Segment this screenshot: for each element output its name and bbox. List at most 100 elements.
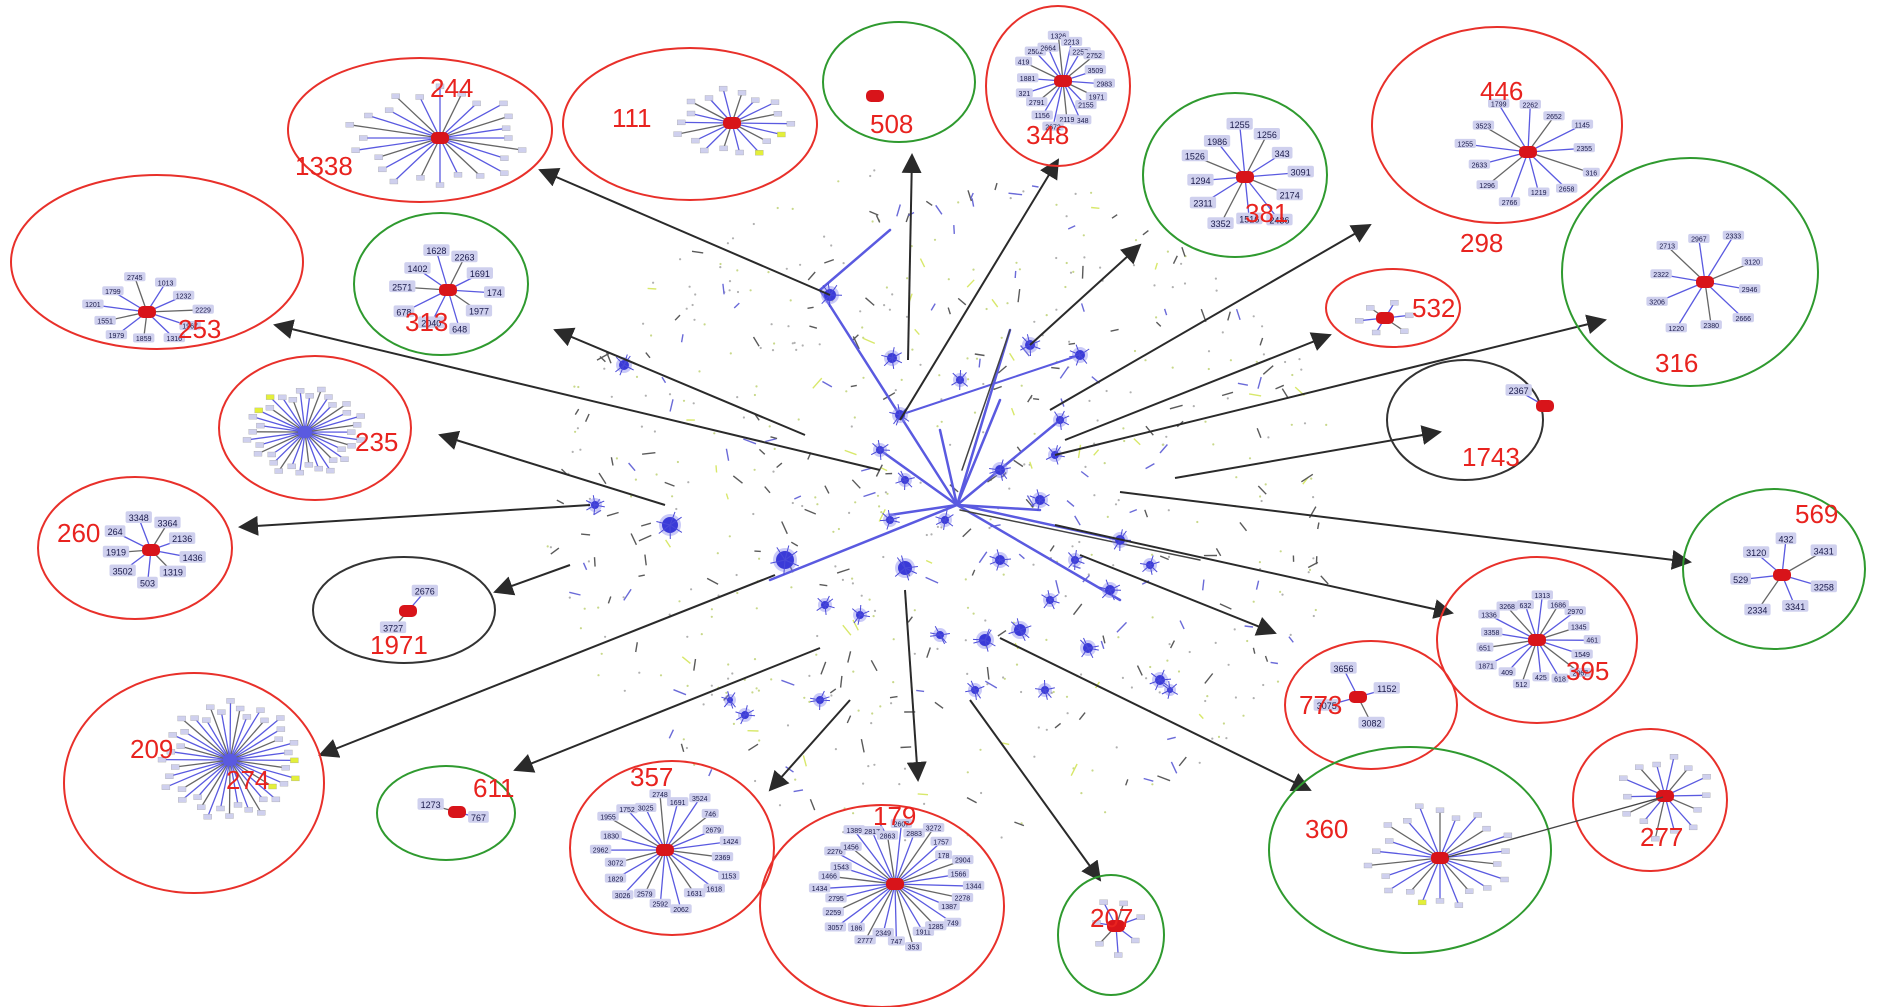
node-label: 3502 (113, 566, 133, 576)
node-label: 1345 (1571, 624, 1587, 631)
node-label: 186 (851, 925, 863, 932)
node-label: 321 (1019, 91, 1031, 98)
cluster-508: 508 (822, 21, 976, 143)
cluster-edges (246, 389, 361, 473)
node-label: 1799 (105, 289, 121, 296)
node-label: 1336 (1481, 612, 1497, 619)
node-label: 2863 (880, 833, 896, 840)
node-label: 3091 (1291, 168, 1311, 178)
node-label: 2652 (1546, 114, 1562, 121)
cluster-ring (63, 672, 325, 894)
node-label: 2367 (1509, 386, 1529, 396)
hub-node (1519, 146, 1537, 158)
arrow-348 (899, 158, 1060, 421)
node-label: 1424 (723, 839, 739, 846)
node-label: 1232 (176, 293, 192, 300)
cluster-nodes: 2970134546115492067618425512409187165133… (1475, 590, 1601, 689)
cluster-ring (37, 476, 233, 620)
node-label: 3656 (1333, 664, 1353, 674)
cluster-nodes (866, 90, 884, 102)
node-label: 1830 (603, 833, 619, 840)
node-label: 1516 (1239, 215, 1259, 225)
node-label: 2713 (1659, 244, 1675, 251)
node-label: 461 (1586, 638, 1598, 645)
node-label: 1152 (1377, 684, 1396, 694)
cluster-nodes (157, 698, 300, 820)
cluster-label: 357 (630, 762, 673, 792)
cluster-nodes: 1516335223111294152619861255125634330912… (1181, 117, 1314, 229)
cluster-label: 446 (1480, 76, 1523, 106)
node-label: 2062 (673, 907, 689, 914)
cluster-label: 1971 (370, 630, 428, 660)
cluster-nodes: 1979155112011799274510131232222919671316… (82, 272, 214, 343)
node-label: 1156 (1035, 113, 1050, 120)
node-label: 529 (1733, 575, 1748, 585)
cluster-111: 111 (562, 47, 818, 201)
cluster-label-secondary: 1338 (295, 151, 353, 181)
node-label: 3352 (1211, 219, 1231, 229)
cluster-label: 244 (430, 73, 473, 103)
cluster-ring (1268, 746, 1552, 954)
node-label: 1686 (1550, 603, 1566, 610)
hub-node (298, 426, 312, 438)
cluster-ring (312, 556, 496, 664)
node-label: 1859 (136, 336, 152, 343)
node-label: 632 (1520, 603, 1532, 610)
node-label: 1628 (426, 246, 446, 256)
node-label: 2067 (1573, 671, 1589, 678)
cluster-label: 179 (873, 801, 916, 831)
node-label: 2962 (593, 848, 609, 855)
node-label: 1456 (843, 845, 859, 852)
node-label: 2745 (127, 275, 143, 282)
node-label: 2369 (715, 855, 731, 862)
node-label: 1919 (106, 548, 126, 558)
cluster-nodes: 3348211926721156279132118814192502266413… (1015, 30, 1115, 131)
node-label: 1618 (707, 886, 723, 893)
arrow-313 (553, 327, 806, 436)
hub-node (1236, 171, 1254, 183)
arrow-253 (273, 319, 881, 471)
cluster-label: 360 (1305, 814, 1348, 844)
node-label: 1526 (1185, 152, 1205, 162)
cluster-label: 348 (1026, 120, 1069, 150)
node-label: 2658 (1559, 186, 1575, 193)
cluster-label-secondary: 298 (1460, 228, 1503, 258)
cluster-label: 235 (355, 427, 398, 457)
node-label: 3272 (926, 826, 942, 833)
cluster-label: 209 (130, 734, 173, 764)
node-label: 1434 (812, 886, 828, 893)
cluster-ring (1436, 556, 1638, 724)
hub-node (142, 544, 160, 556)
node-label: 1294 (1190, 176, 1210, 186)
node-label: 1436 (183, 553, 203, 563)
node-label: 409 (1501, 670, 1513, 677)
node-label: 1871 (1478, 663, 1494, 670)
node-label: 2257 (1072, 50, 1088, 57)
node-label: 1566 (951, 872, 967, 879)
cluster-ring (1057, 874, 1165, 996)
node-label: 767 (471, 813, 486, 823)
node-label: 1219 (1531, 190, 1547, 197)
arrow-244 (538, 167, 831, 296)
cluster-395: 2970134546115492067618425512409187165133… (1436, 556, 1638, 724)
cluster-label: 381 (1245, 198, 1288, 228)
node-label: 2380 (1703, 323, 1719, 330)
cluster-label: 1743 (1462, 442, 1520, 472)
node-label: 3072 (608, 861, 624, 868)
node-label: 3025 (638, 806, 654, 813)
cluster-nodes (1363, 803, 1513, 908)
node-label: 2672 (1045, 124, 1061, 131)
node-label: 1799 (1491, 101, 1507, 108)
cluster-edges (161, 700, 296, 818)
node-label: 2607 (894, 822, 910, 829)
node-label: 2040 (421, 318, 441, 328)
